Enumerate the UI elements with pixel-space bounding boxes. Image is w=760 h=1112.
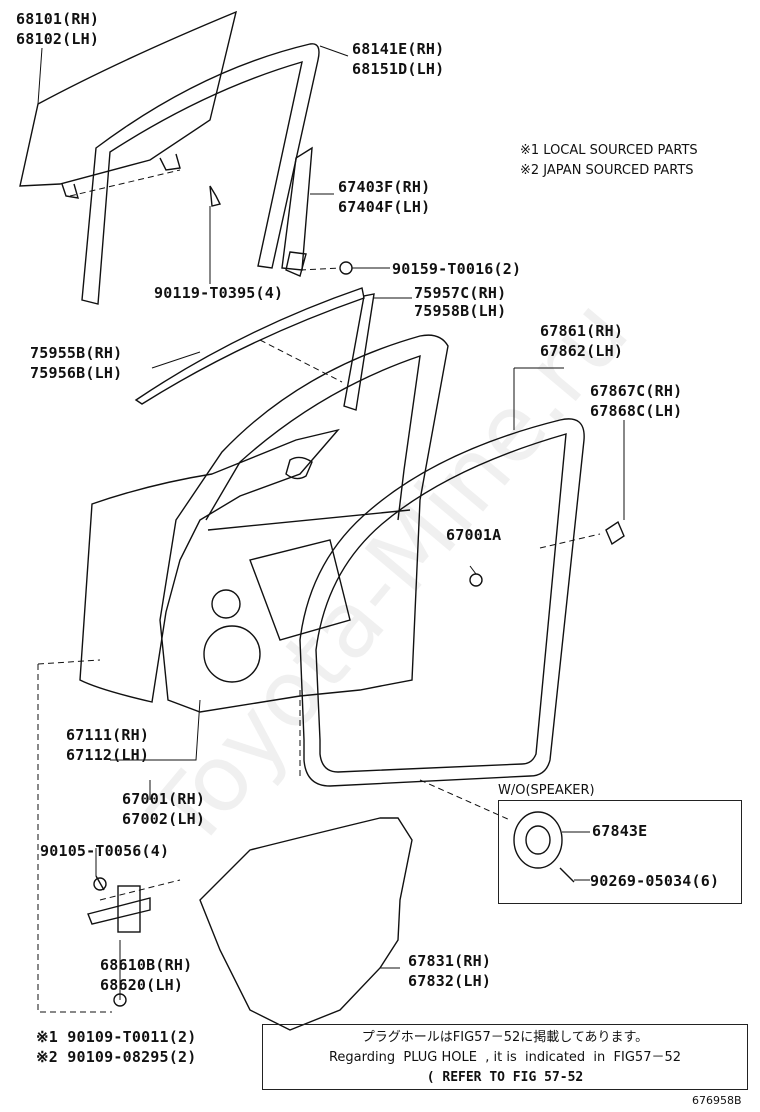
dashed-lines	[37, 169, 601, 1013]
label-68151: 68151D(LH)	[352, 60, 445, 78]
label-68610: 68610B(RH)	[100, 956, 193, 974]
division-bar	[281, 146, 313, 277]
label-90105: 90105-T0056(4)	[40, 842, 170, 860]
label-67861: 67861(RH)	[540, 322, 624, 340]
label-75957: 75957C(RH)	[414, 284, 507, 302]
glass-run	[81, 43, 320, 305]
label-67111: 67111(RH)	[66, 726, 150, 744]
figure-id: 676958B	[692, 1094, 742, 1107]
door-frame	[159, 334, 449, 713]
label-75958: 75958B(LH)	[414, 302, 507, 320]
note-english: Regarding PLUG HOLE , it is indicated in…	[328, 1050, 682, 1065]
label-67832: 67832(LH)	[408, 972, 492, 990]
speaker-box-title: W/O(SPEAKER)	[498, 783, 595, 798]
legend-japan: ※2 JAPAN SOURCED PARTS	[520, 163, 694, 178]
label-67403: 67403F(RH)	[338, 178, 431, 196]
legend-local: ※1 LOCAL SOURCED PARTS	[520, 143, 698, 158]
label-67831: 67831(RH)	[408, 952, 492, 970]
label-67001a: 67001A	[446, 526, 502, 544]
label-68141: 68141E(RH)	[352, 40, 445, 58]
label-67002: 67002(LH)	[122, 810, 206, 828]
label-67112: 67112(LH)	[66, 746, 150, 764]
door-outer-panel	[79, 428, 340, 703]
label-90109-t0011: ※1 90109-T0011(2)	[36, 1028, 197, 1046]
channel	[343, 293, 375, 411]
label-90269: 90269-05034(6)	[590, 872, 720, 890]
note-japanese: プラグホールはFIG57－52に掲載してあります。	[361, 1030, 649, 1045]
label-67868: 67868C(LH)	[590, 402, 683, 420]
label-68620: 68620(LH)	[100, 976, 184, 994]
label-75956: 75956B(LH)	[30, 364, 123, 382]
label-67862: 67862(LH)	[540, 342, 624, 360]
speaker	[513, 811, 575, 883]
note-reference: ( REFER TO FIG 57-52	[426, 1070, 584, 1085]
belt-moulding-outer	[134, 287, 365, 405]
label-67001: 67001(RH)	[122, 790, 206, 808]
label-90119: 90119-T0395(4)	[154, 284, 284, 302]
label-67404: 67404F(LH)	[338, 198, 431, 216]
reference-note: プラグホールはFIG57－52に掲載してあります。 Regarding PLUG…	[262, 1024, 748, 1090]
weatherstrip	[299, 418, 585, 787]
door-glass	[19, 10, 238, 199]
label-68102: 68102(LH)	[16, 30, 100, 48]
label-75955: 75955B(RH)	[30, 344, 123, 362]
service-hole-cover	[199, 817, 413, 1031]
label-90109-08295: ※2 90109-08295(2)	[36, 1048, 197, 1066]
label-67843: 67843E	[592, 822, 648, 840]
door-check	[87, 875, 151, 933]
leader-lines	[37, 45, 625, 1000]
label-90159: 90159-T0016(2)	[392, 260, 522, 278]
label-67867: 67867C(RH)	[590, 382, 683, 400]
label-68101: 68101(RH)	[16, 10, 100, 28]
speaker-box	[498, 800, 742, 904]
